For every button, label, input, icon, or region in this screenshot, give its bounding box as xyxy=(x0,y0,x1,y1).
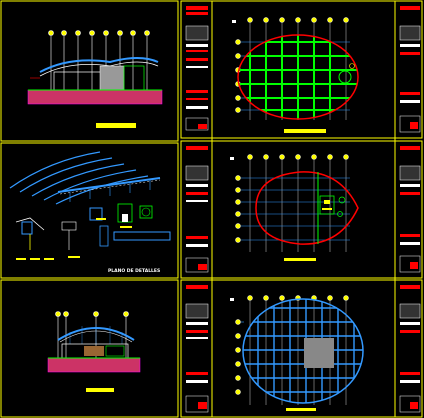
floor-plan-drawing xyxy=(230,154,359,261)
title-block-right-1 xyxy=(399,6,421,133)
title-blocks xyxy=(185,6,421,413)
section-elevation-drawing xyxy=(27,30,163,128)
title-block-left-2 xyxy=(185,146,209,273)
structural-grid-plan-drawing xyxy=(232,17,359,133)
cross-section-drawing xyxy=(47,311,141,392)
roof-plan-drawing xyxy=(230,295,364,411)
title-block-right-3 xyxy=(399,285,421,413)
roof-details-drawing: PLANO DE DETALLES xyxy=(9,151,171,274)
detail-sheet-caption: PLANO DE DETALLES xyxy=(108,268,160,274)
title-block-right-2 xyxy=(399,146,421,273)
title-block-left-1 xyxy=(185,6,209,131)
title-block-left-3 xyxy=(185,285,209,413)
